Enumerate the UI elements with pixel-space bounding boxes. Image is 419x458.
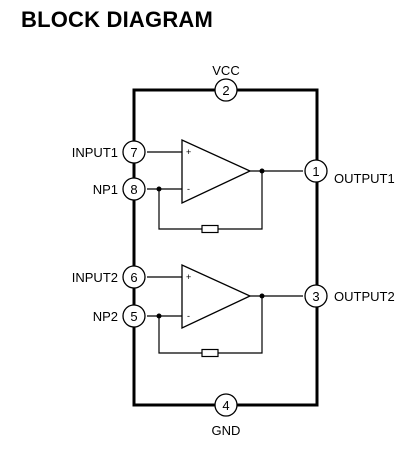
op-amp-1-minus: - [187,184,190,194]
feedback-1-wire [218,171,263,230]
np1-junction-dot [156,186,162,192]
pin-np1: 8 NP1 [93,177,146,201]
pin-input2-number: 6 [130,270,137,285]
feedback-2-wire [218,296,263,354]
op-amp-1-plus: + [186,147,191,157]
op-amp-2-triangle [181,263,252,330]
pin-np1-label: NP1 [93,182,118,197]
diagram-title: BLOCK DIAGRAM [21,7,214,32]
pin-gnd-number: 4 [222,398,229,413]
pin-input2: 6 INPUT2 [72,265,146,289]
package-outline [132,88,319,407]
amplifier-1: + - [147,138,303,234]
pin-gnd-label: GND [212,423,241,438]
pin-input1: 7 INPUT1 [72,140,146,164]
pin-input1-number: 7 [130,145,137,160]
pin-output1-number: 1 [312,164,319,179]
np2-junction-dot [156,313,162,319]
pin-np2-number: 5 [130,309,137,324]
pin-vcc-number: 2 [222,83,229,98]
pin-gnd: 4 GND [212,393,241,438]
pin-vcc-label: VCC [212,63,239,78]
pin-output2-label: OUTPUT2 [334,289,395,304]
pin-np1-number: 8 [130,182,137,197]
pin-output2-number: 3 [312,289,319,304]
pin-output1: 1 OUTPUT1 [304,159,395,186]
pin-output2: 3 OUTPUT2 [304,284,395,308]
feedback-resistor-1 [201,224,219,234]
op-amp-2-minus: - [187,311,190,321]
feedback-resistor-2 [201,348,219,358]
op-amp-1-triangle [181,138,252,205]
pin-output1-label: OUTPUT1 [334,171,395,186]
pin-input2-label: INPUT2 [72,270,118,285]
pin-input1-label: INPUT1 [72,145,118,160]
pin-np2: 5 NP2 [93,304,146,328]
pin-vcc: 2 VCC [212,63,240,102]
op-amp-2-plus: + [186,272,191,282]
pin-np2-label: NP2 [93,309,118,324]
amplifier-2: + - [147,263,303,358]
